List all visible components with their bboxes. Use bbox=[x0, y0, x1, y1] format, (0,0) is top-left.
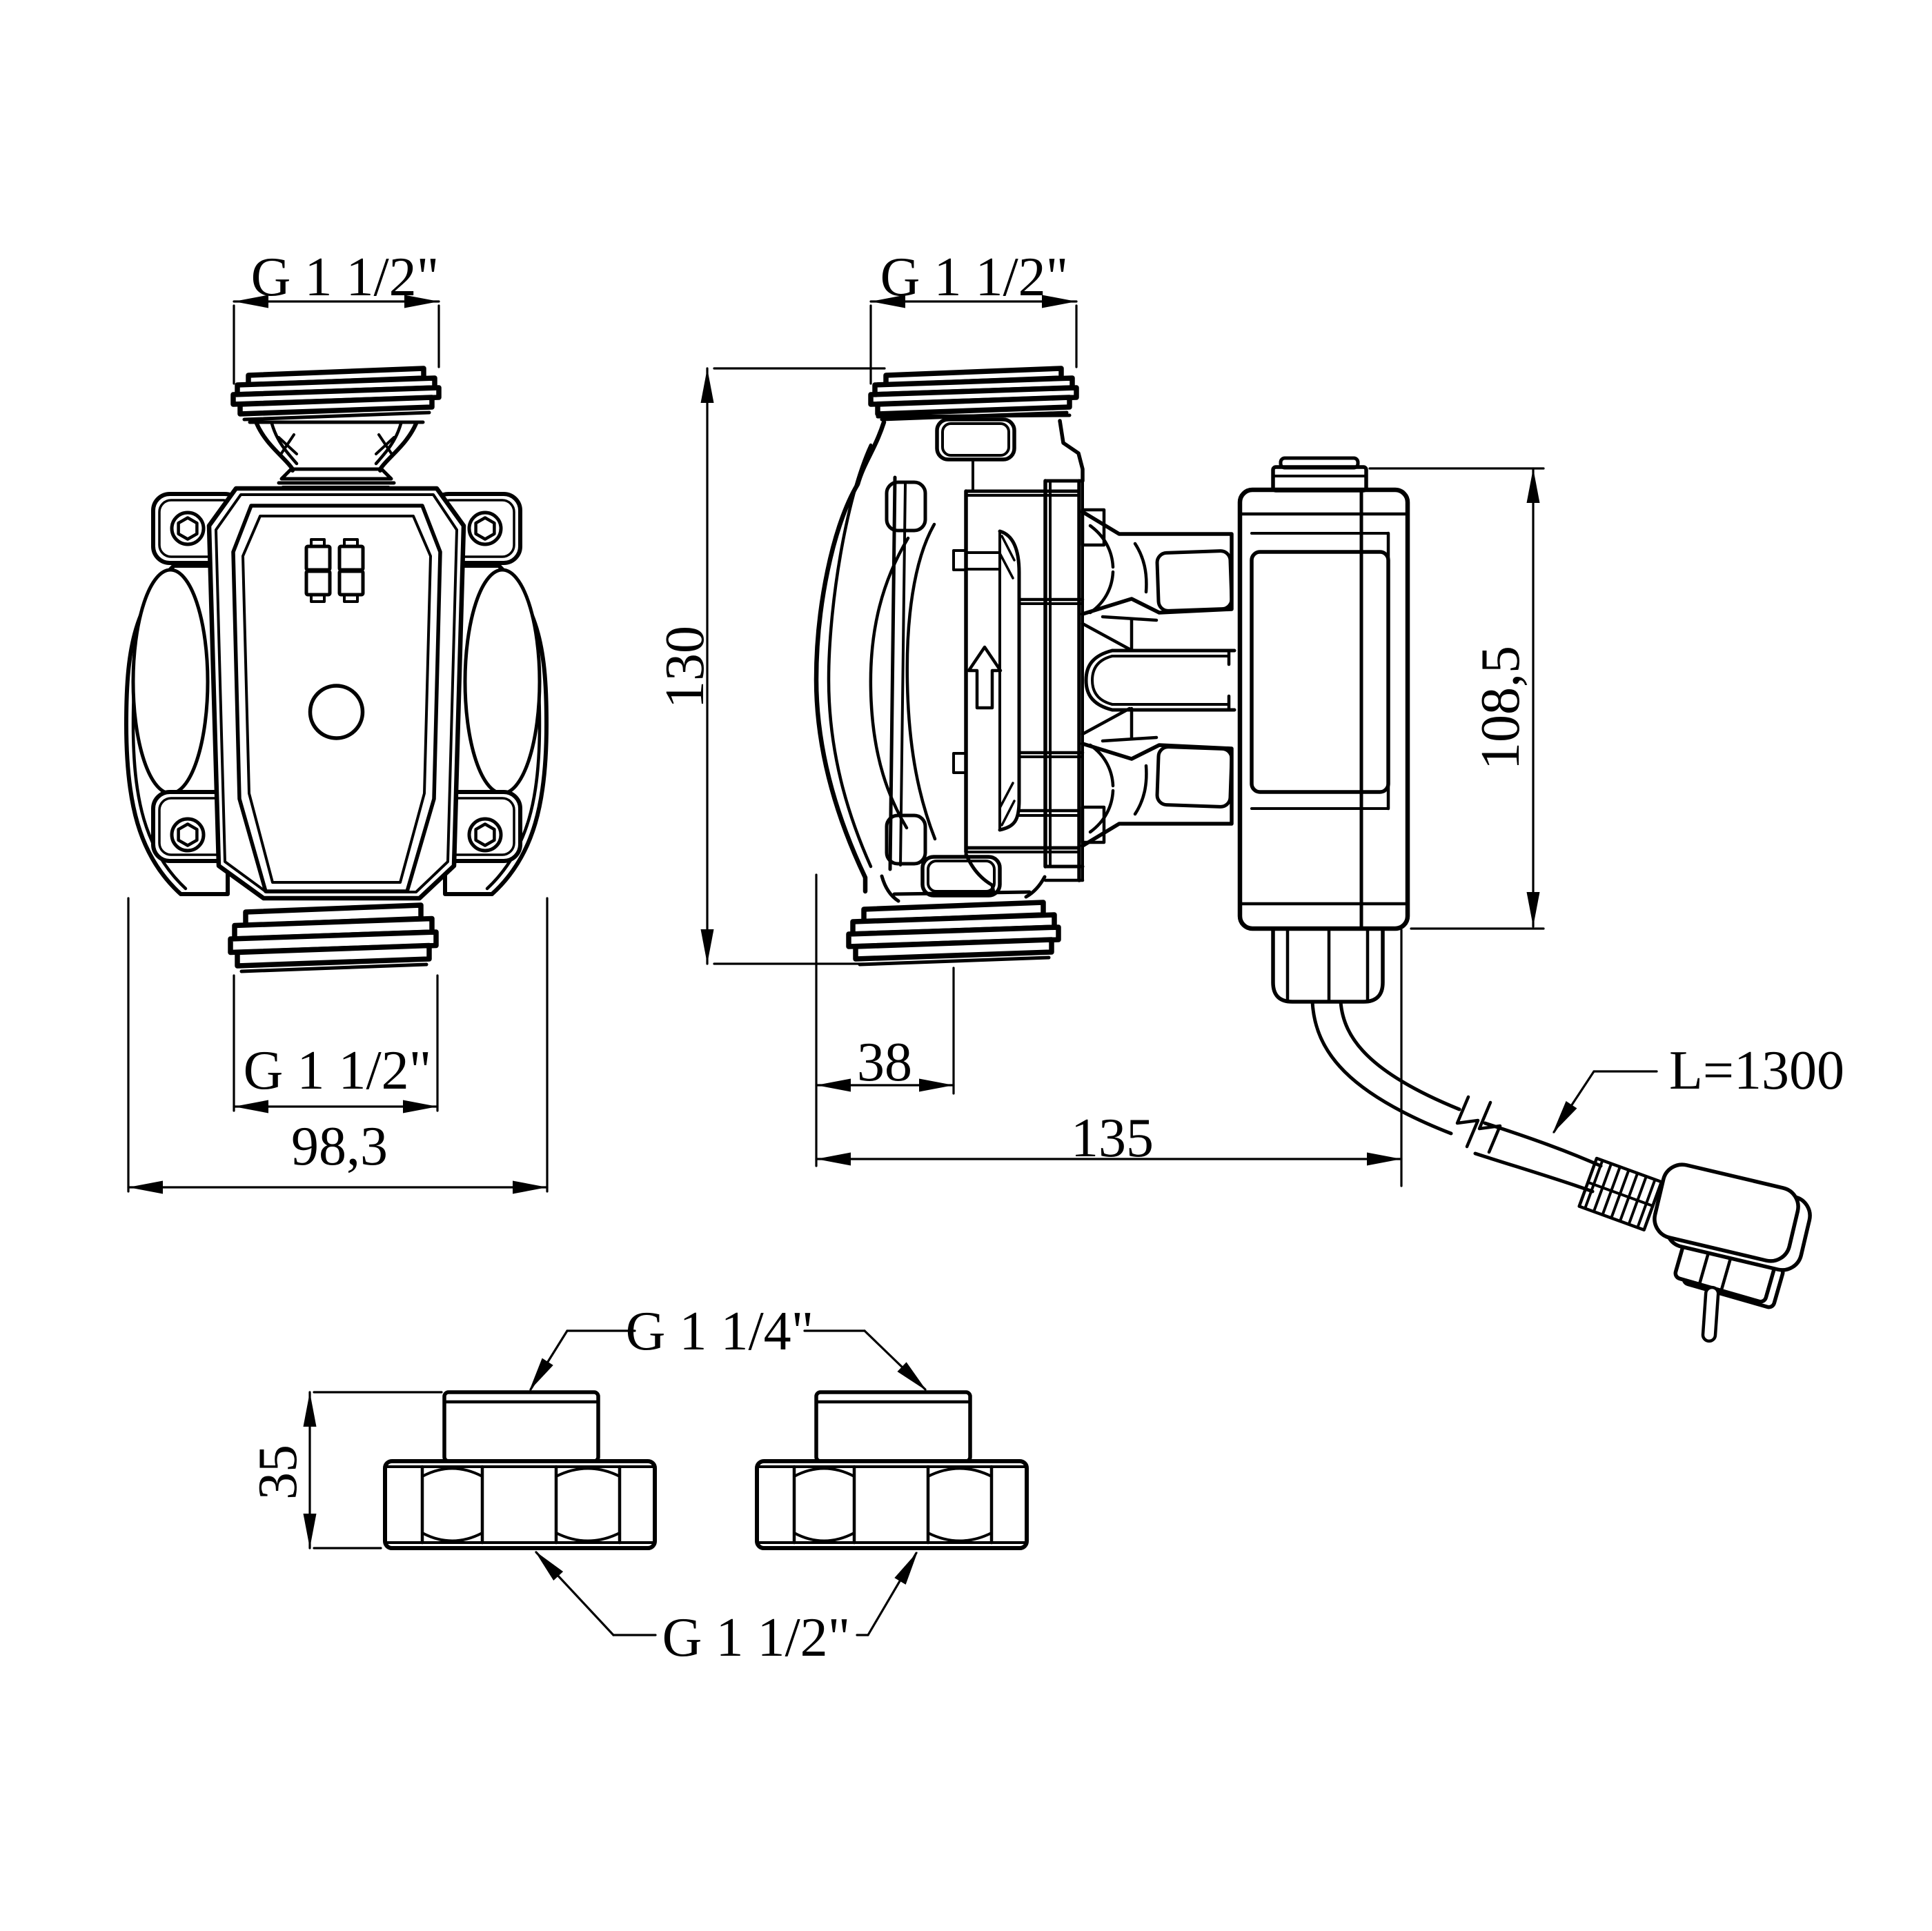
svg-text:108,5: 108,5 bbox=[1470, 646, 1531, 770]
svg-text:L=1300: L=1300 bbox=[1669, 1040, 1844, 1101]
svg-text:35: 35 bbox=[248, 1445, 308, 1500]
svg-text:G 1 1/4": G 1 1/4" bbox=[626, 1301, 814, 1362]
svg-text:130: 130 bbox=[655, 626, 716, 709]
svg-text:G 1 1/2": G 1 1/2" bbox=[662, 1607, 851, 1668]
svg-text:98,3: 98,3 bbox=[291, 1116, 388, 1177]
svg-text:38: 38 bbox=[857, 1032, 912, 1093]
svg-text:G 1 1/2": G 1 1/2" bbox=[244, 1040, 432, 1101]
svg-text:G 1 1/2": G 1 1/2" bbox=[880, 247, 1069, 308]
